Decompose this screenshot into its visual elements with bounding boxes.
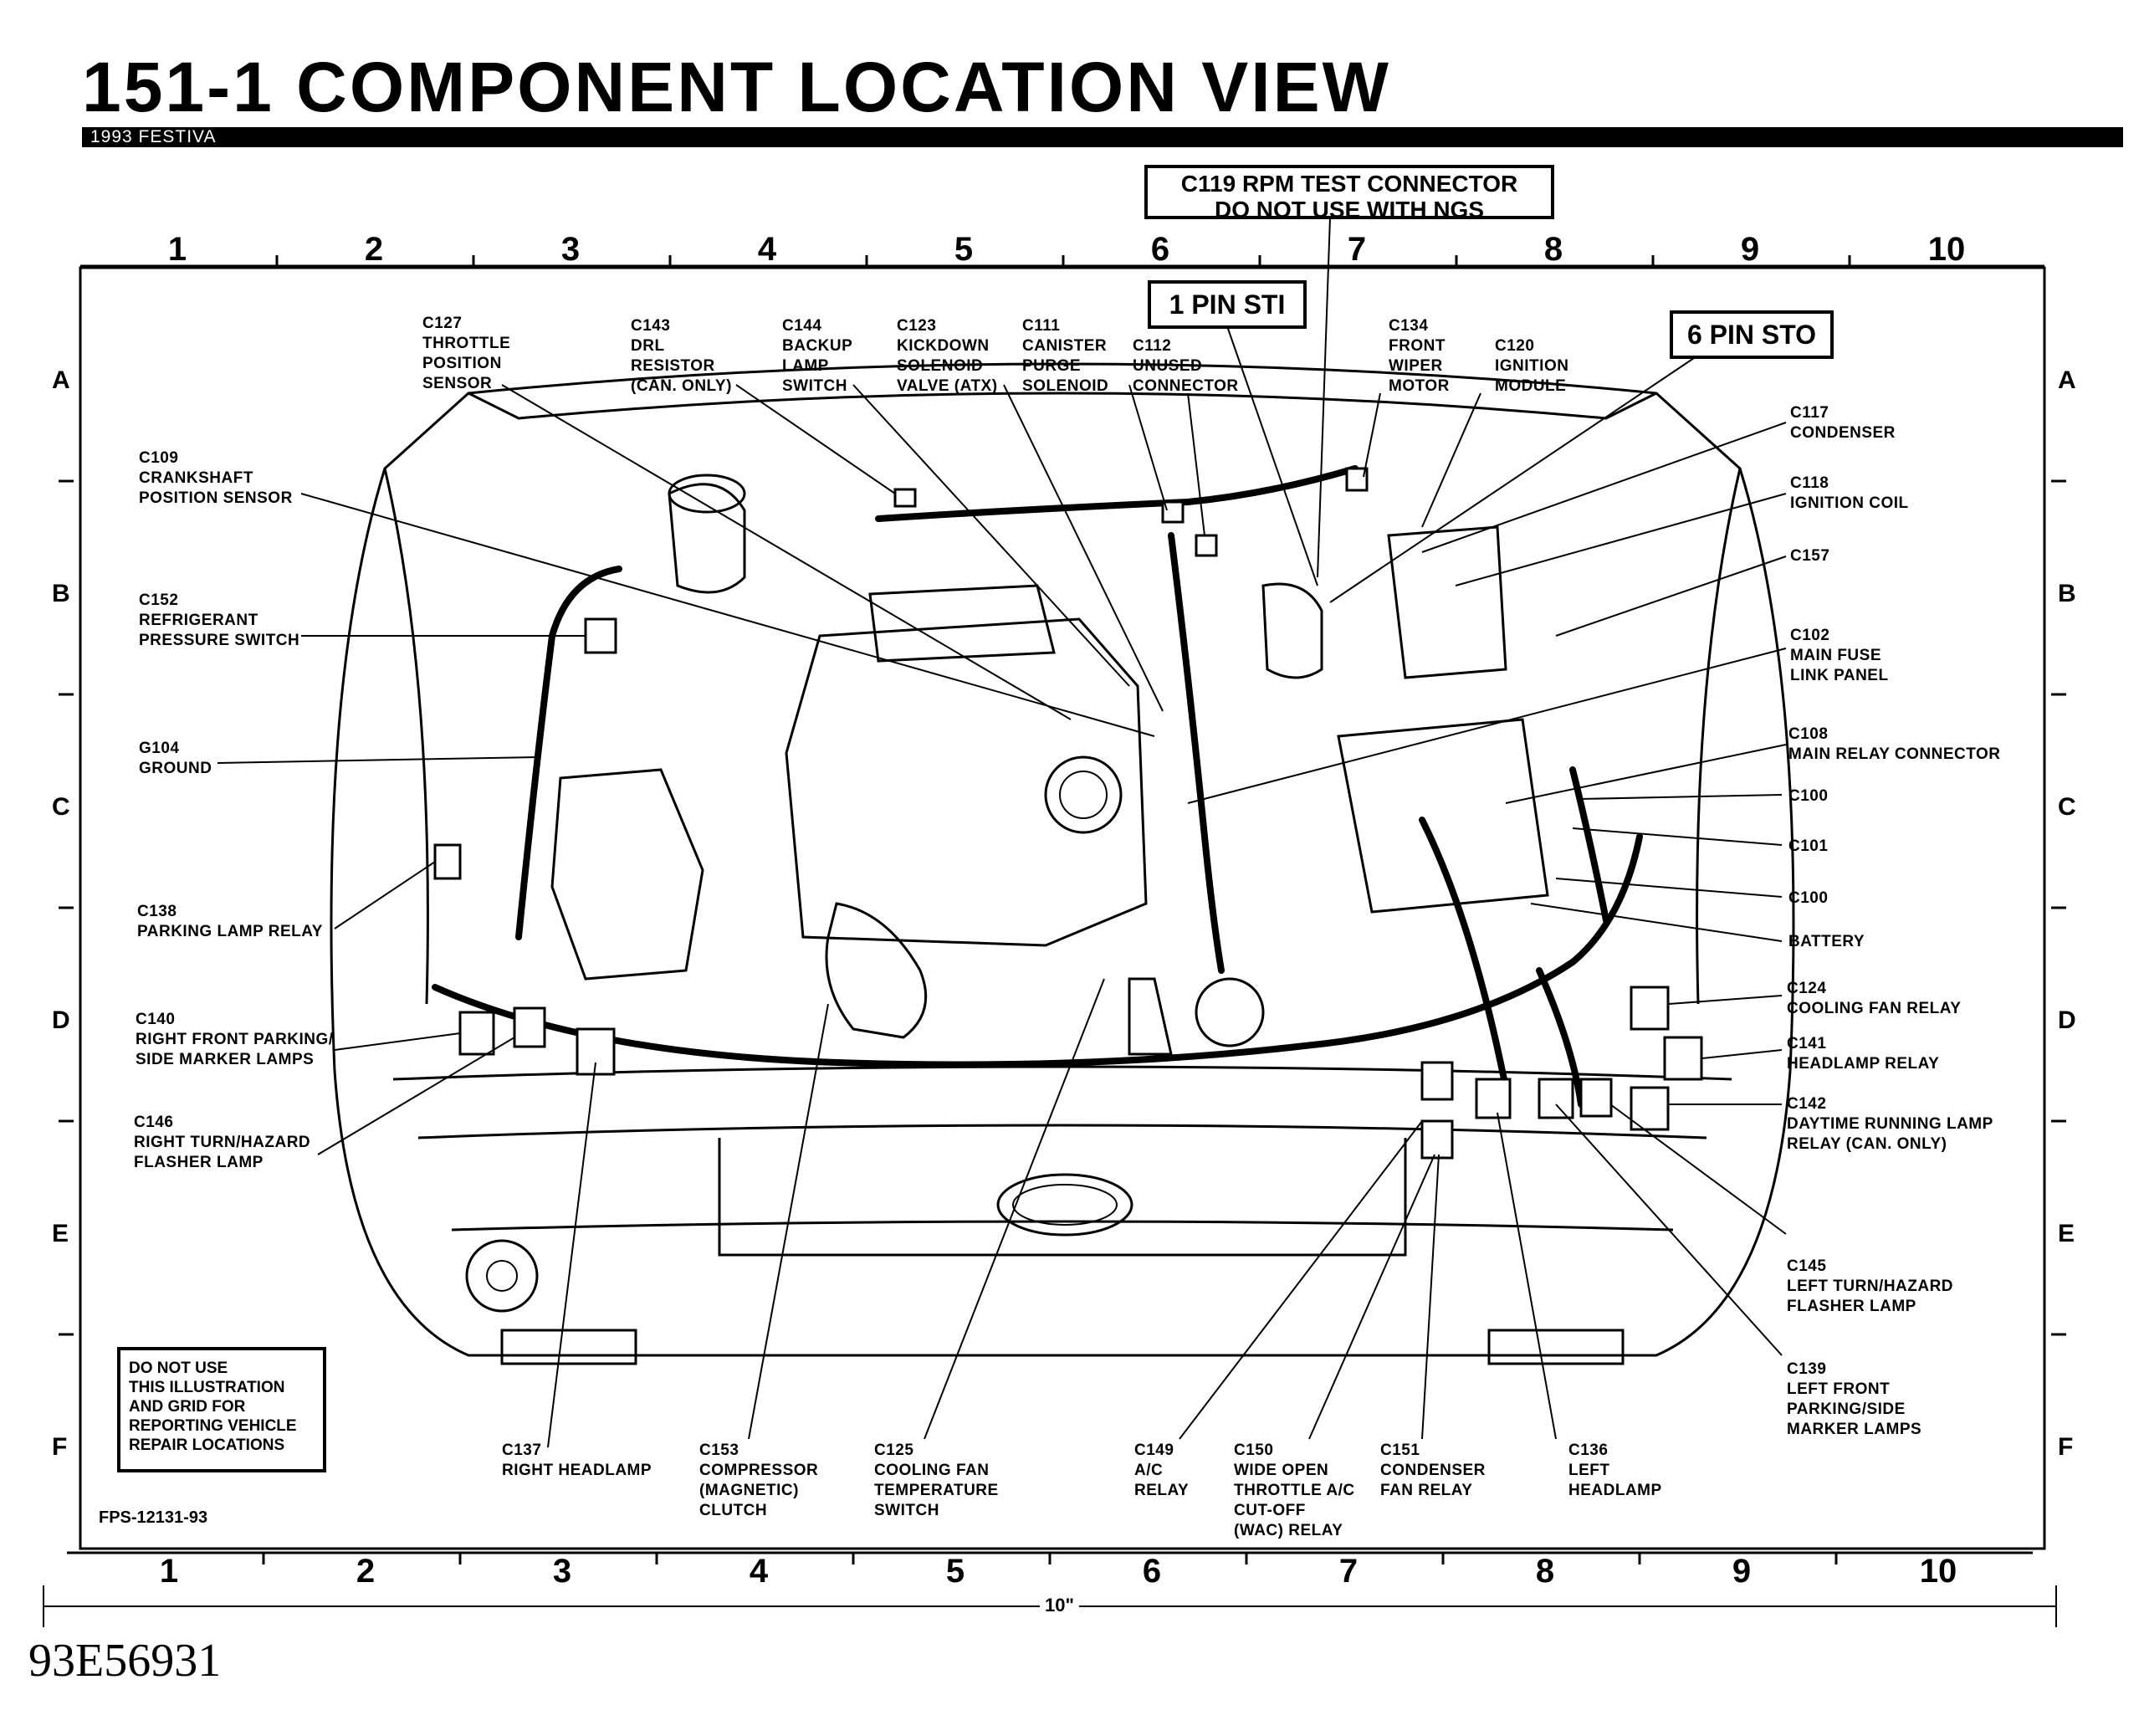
label-c127-throttle-position-sensor: C127 THROTTLE POSITION SENSOR <box>422 315 511 392</box>
bottom-ruler-ticks <box>262 1553 1838 1564</box>
grid-row-left: F <box>52 1433 68 1461</box>
dimension-label: 10" <box>1040 1595 1079 1616</box>
grid-row-right: A <box>2058 366 2076 394</box>
grid-col-top: 7 <box>1347 231 1367 268</box>
rpm-callout-line2: DO NOT USE WITH NGS <box>1215 196 1484 223</box>
subtitle-bar <box>82 127 2123 147</box>
grid-col-top: 2 <box>364 231 384 268</box>
grid-col-bottom: 7 <box>1338 1553 1359 1590</box>
warning-box: DO NOT USE THIS ILLUSTRATION AND GRID FO… <box>117 1347 326 1472</box>
label-c146-right-turn-flasher-lamp: C146 RIGHT TURN/HAZARD FLASHER LAMP <box>134 1114 311 1171</box>
label-c117-condenser: C117 CONDENSER <box>1790 404 1896 442</box>
label-c141-headlamp-relay: C141 HEADLAMP RELAY <box>1787 1035 1940 1073</box>
label-c150-wac-relay: C150 WIDE OPEN THROTTLE A/C CUT-OFF (WAC… <box>1234 1442 1355 1539</box>
grid-col-top: 6 <box>1150 231 1170 268</box>
page-title: 151-1 COMPONENT LOCATION VIEW <box>82 48 1391 126</box>
label-c151-condenser-fan-relay: C151 CONDENSER FAN RELAY <box>1380 1442 1486 1499</box>
grid-row-left: C <box>52 793 70 821</box>
rpm-callout-line1: C119 RPM TEST CONNECTOR <box>1180 171 1518 197</box>
label-c144-backup-lamp-switch: C144 BACKUP LAMP SWITCH <box>782 317 853 395</box>
grid-row-right: C <box>2058 793 2076 821</box>
sti-callout: 1 PIN STI <box>1148 280 1307 329</box>
label-c139-left-front-parking-lamps: C139 LEFT FRONT PARKING/SIDE MARKER LAMP… <box>1787 1360 1922 1438</box>
figure-id: FPS-12131-93 <box>99 1508 208 1527</box>
label-c100-upper: C100 <box>1788 787 1829 805</box>
grid-row-left: B <box>52 580 70 607</box>
label-c149-ac-relay: C149 A/C RELAY <box>1134 1442 1190 1499</box>
top-ruler-ticks <box>275 255 1851 266</box>
rpm-test-connector-callout: C119 RPM TEST CONNECTOR DO NOT USE WITH … <box>1144 165 1554 223</box>
grid-col-bottom: 4 <box>749 1553 769 1590</box>
label-c136-left-headlamp: C136 LEFT HEADLAMP <box>1568 1442 1662 1499</box>
label-c152-refrigerant-pressure-switch: C152 REFRIGERANT PRESSURE SWITCH <box>139 591 300 649</box>
label-c118-ignition-coil: C118 IGNITION COIL <box>1790 474 1909 512</box>
label-c108-main-relay-connector: C108 MAIN RELAY CONNECTOR <box>1788 725 2001 763</box>
grid-col-top: 4 <box>757 231 777 268</box>
grid-row-left: D <box>52 1006 70 1034</box>
sto-callout: 6 PIN STO <box>1670 310 1834 359</box>
grid-col-bottom: 3 <box>552 1553 572 1590</box>
label-c120-ignition-module: C120 IGNITION MODULE <box>1495 337 1569 395</box>
label-c123-kickdown-solenoid: C123 KICKDOWN SOLENOID VALVE (ATX) <box>897 317 998 395</box>
grid-col-top: 1 <box>167 231 187 268</box>
label-c142-daytime-running-lamp-relay: C142 DAYTIME RUNNING LAMP RELAY (CAN. ON… <box>1787 1095 1993 1153</box>
label-c134-front-wiper-motor: C134 FRONT WIPER MOTOR <box>1389 317 1450 395</box>
label-battery: BATTERY <box>1788 933 1865 950</box>
label-c153-compressor-clutch: C153 COMPRESSOR (MAGNETIC) CLUTCH <box>699 1442 819 1519</box>
vehicle-subtitle: 1993 FESTIVA <box>90 127 217 146</box>
connectors <box>433 467 1703 1160</box>
grid-col-top: 3 <box>560 231 581 268</box>
grid-col-bottom: 6 <box>1142 1553 1162 1590</box>
horn <box>465 1239 539 1313</box>
grid-col-bottom: 5 <box>945 1553 965 1590</box>
grid-col-top: 9 <box>1740 231 1760 268</box>
label-c145-left-turn-flasher-lamp: C145 LEFT TURN/HAZARD FLASHER LAMP <box>1787 1257 1954 1315</box>
vehicle-outline <box>330 362 1795 1365</box>
grid-col-top: 5 <box>954 231 974 268</box>
label-c112-unused-connector: C112 UNUSED CONNECTOR <box>1133 337 1239 395</box>
grid-col-top: 8 <box>1543 231 1563 268</box>
label-c143-drl-resistor: C143 DRL RESISTOR (CAN. ONLY) <box>631 317 732 395</box>
grid-row-left: E <box>52 1220 69 1247</box>
label-c124-cooling-fan-relay: C124 COOLING FAN RELAY <box>1787 980 1962 1017</box>
label-c101: C101 <box>1788 837 1829 855</box>
grid-row-left: A <box>52 366 70 394</box>
grid-col-bottom: 8 <box>1535 1553 1555 1590</box>
side-ticks <box>59 479 2066 1336</box>
label-c138-parking-lamp-relay: C138 PARKING LAMP RELAY <box>137 903 323 940</box>
grid-row-right: B <box>2058 580 2076 607</box>
grid-col-bottom: 10 <box>1919 1553 1957 1590</box>
grid-row-right: D <box>2058 1006 2076 1034</box>
label-c137-right-headlamp: C137 RIGHT HEADLAMP <box>502 1442 652 1479</box>
label-c125-cooling-fan-temperature-switch: C125 COOLING FAN TEMPERATURE SWITCH <box>874 1442 999 1519</box>
label-c109-crankshaft-position-sensor: C109 CRANKSHAFT POSITION SENSOR <box>139 449 293 507</box>
label-c157: C157 <box>1790 547 1830 565</box>
label-g104-ground: G104 GROUND <box>139 740 212 777</box>
label-c111-canister-purge-solenoid: C111 CANISTER PURGE SOLENOID <box>1022 317 1109 395</box>
diagram-frame <box>79 266 2046 1550</box>
engine-components <box>550 474 1549 1056</box>
document-id: 93E56931 <box>28 1635 222 1687</box>
grid-row-right: E <box>2058 1220 2075 1247</box>
grid-row-right: F <box>2058 1433 2074 1461</box>
leader-lines <box>217 217 1787 1448</box>
grid-col-bottom: 9 <box>1732 1553 1752 1590</box>
label-c100-lower: C100 <box>1788 889 1829 907</box>
grid-col-bottom: 2 <box>356 1553 376 1590</box>
ford-emblem <box>996 1173 1133 1237</box>
label-c102-main-fuse-link-panel: C102 MAIN FUSE LINK PANEL <box>1790 627 1889 684</box>
label-c140-right-front-parking-lamps: C140 RIGHT FRONT PARKING/ SIDE MARKER LA… <box>136 1011 334 1068</box>
grid-col-bottom: 1 <box>159 1553 179 1590</box>
grid-col-top: 10 <box>1927 231 1966 268</box>
wiring-harness <box>432 465 1643 1108</box>
